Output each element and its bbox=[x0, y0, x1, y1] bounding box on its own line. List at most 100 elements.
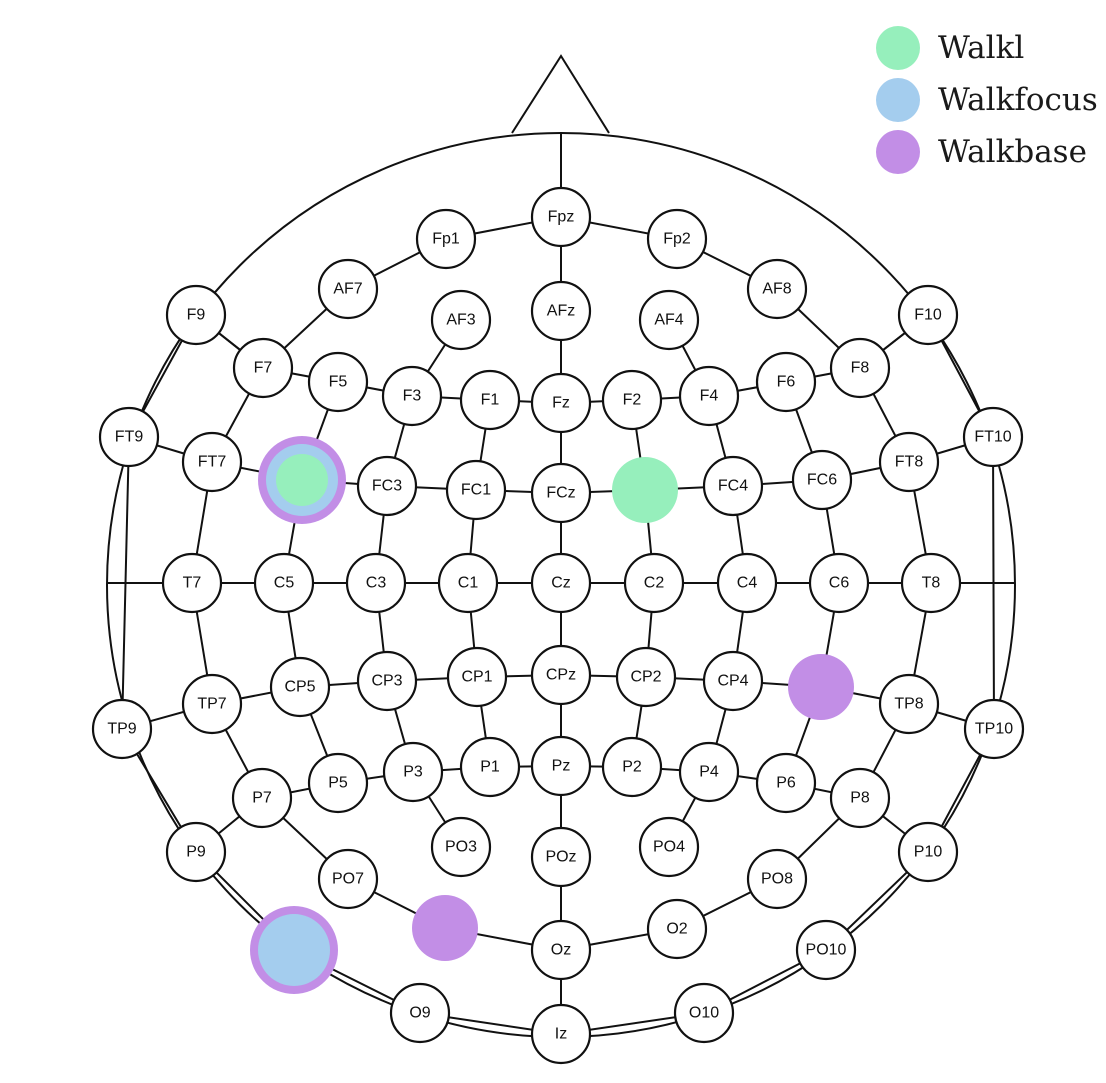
electrode-label: C3 bbox=[366, 575, 387, 592]
electrode-label: F1 bbox=[481, 392, 500, 409]
electrode-label: T8 bbox=[922, 575, 941, 592]
electrode-circle bbox=[623, 552, 685, 614]
electrode-label: Fz bbox=[552, 395, 570, 412]
electrode-circle bbox=[716, 552, 778, 614]
electrode-circle bbox=[791, 449, 853, 511]
electrode-circle bbox=[181, 431, 243, 493]
electrode-label: FT9 bbox=[115, 429, 144, 446]
walkfocus-marker bbox=[258, 914, 330, 986]
highlight-o1 bbox=[412, 895, 478, 961]
electrode-circle bbox=[897, 821, 959, 883]
legend-swatch bbox=[876, 26, 920, 70]
electrode-tp7: TP7 bbox=[181, 673, 243, 735]
electrode-label: CP1 bbox=[461, 669, 492, 686]
electrode-label: F8 bbox=[851, 360, 870, 377]
electrode-label: O9 bbox=[409, 1005, 430, 1022]
electrode-circle bbox=[459, 736, 521, 798]
electrode-circle bbox=[382, 741, 444, 803]
electrode-label: CPz bbox=[546, 667, 576, 684]
electrode-label: PO7 bbox=[332, 871, 364, 888]
electrode-po8: PO8 bbox=[746, 848, 808, 910]
electrode-fpz: Fpz bbox=[530, 186, 592, 248]
electrode-label: FT7 bbox=[198, 454, 227, 471]
electrode-circle bbox=[530, 372, 592, 434]
electrode-circle bbox=[673, 982, 735, 1044]
electrode-po10: PO10 bbox=[795, 919, 857, 981]
electrode-circle bbox=[459, 369, 521, 431]
electrode-circle bbox=[231, 767, 293, 829]
electrode-ft9: FT9 bbox=[98, 406, 160, 468]
electrode-circle bbox=[530, 552, 592, 614]
electrode-circle bbox=[878, 673, 940, 735]
electrode-circle bbox=[755, 752, 817, 814]
electrode-po4: PO4 bbox=[638, 816, 700, 878]
electrode-label: FT8 bbox=[895, 454, 924, 471]
electrode-circle bbox=[269, 656, 331, 718]
electrode-label: P1 bbox=[480, 759, 500, 776]
electrode-t7: T7 bbox=[161, 552, 223, 614]
electrode-label: P10 bbox=[914, 844, 943, 861]
electrode-label: CP3 bbox=[371, 673, 402, 690]
electrode-p7: P7 bbox=[231, 767, 293, 829]
electrode-circle bbox=[746, 848, 808, 910]
electrode-poz: POz bbox=[530, 826, 592, 888]
electrode-label: F6 bbox=[777, 374, 796, 391]
electrode-c1: C1 bbox=[437, 552, 499, 614]
highlight-cp6 bbox=[788, 654, 854, 720]
electrode-label: F3 bbox=[403, 388, 422, 405]
electrode-f7: F7 bbox=[232, 337, 294, 399]
highlight-fc5 bbox=[258, 436, 346, 524]
electrode-circle bbox=[678, 741, 740, 803]
legend-swatch bbox=[876, 130, 920, 174]
electrode-circle bbox=[530, 1003, 592, 1065]
legend-item-walkl: Walkl bbox=[876, 26, 1024, 70]
electrode-circle bbox=[530, 644, 592, 706]
electrode-label: P6 bbox=[776, 775, 796, 792]
electrode-label: C2 bbox=[644, 575, 665, 592]
electrode-circle bbox=[746, 258, 808, 320]
electrode-f5: F5 bbox=[307, 351, 369, 413]
walkbase-marker bbox=[788, 654, 854, 720]
electrode-label: T7 bbox=[183, 575, 202, 592]
electrode-fp2: Fp2 bbox=[646, 208, 708, 270]
electrode-p5: P5 bbox=[307, 752, 369, 814]
electrode-cp3: CP3 bbox=[356, 650, 418, 712]
electrode-o9: O9 bbox=[389, 982, 451, 1044]
electrode-fp1: Fp1 bbox=[415, 208, 477, 270]
electrode-cp4: CP4 bbox=[702, 650, 764, 712]
legend-label: Walkbase bbox=[938, 134, 1087, 170]
electrode-af4: AF4 bbox=[638, 289, 700, 351]
electrode-label: FT10 bbox=[974, 429, 1011, 446]
electrode-label: Oz bbox=[551, 942, 571, 959]
electrode-circle bbox=[530, 826, 592, 888]
electrode-circle bbox=[165, 284, 227, 346]
electrode-label: AF7 bbox=[333, 281, 362, 298]
electrode-circle bbox=[98, 406, 160, 468]
electrode-label: C4 bbox=[737, 575, 758, 592]
electrode-circle bbox=[615, 646, 677, 708]
electrode-f9: F9 bbox=[165, 284, 227, 346]
electrode-circle bbox=[307, 351, 369, 413]
electrode-label: AFz bbox=[547, 303, 575, 320]
electrode-circle bbox=[878, 431, 940, 493]
electrode-circle bbox=[307, 752, 369, 814]
electrode-circle bbox=[530, 280, 592, 342]
electrode-label: TP8 bbox=[894, 696, 923, 713]
electrode-f2: F2 bbox=[601, 369, 663, 431]
highlight-fc2 bbox=[612, 457, 678, 523]
electrode-circle bbox=[530, 919, 592, 981]
electrode-circle bbox=[356, 455, 418, 517]
electrode-label: F2 bbox=[623, 392, 642, 409]
electrode-circle bbox=[165, 821, 227, 883]
electrode-label: FC3 bbox=[372, 478, 402, 495]
electrode-label: PO8 bbox=[761, 871, 793, 888]
electrode-label: FC6 bbox=[807, 472, 837, 489]
electrode-label: AF8 bbox=[762, 281, 791, 298]
electrode-circle bbox=[161, 552, 223, 614]
electrode-c4: C4 bbox=[716, 552, 778, 614]
electrode-label: P8 bbox=[850, 790, 870, 807]
electrode-label: Cz bbox=[551, 575, 571, 592]
electrode-p3: P3 bbox=[382, 741, 444, 803]
legend-swatch bbox=[876, 78, 920, 122]
electrode-circle bbox=[638, 816, 700, 878]
